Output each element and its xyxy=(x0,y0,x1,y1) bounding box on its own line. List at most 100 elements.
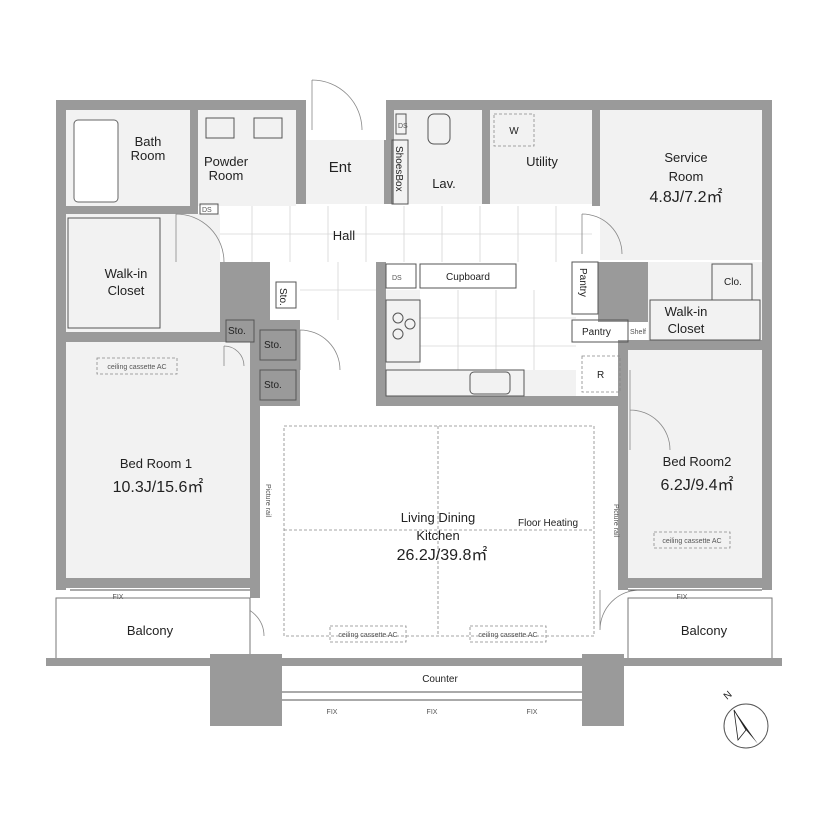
label-hall: Hall xyxy=(333,228,356,243)
labels: Bath Room Powder Room Ent ShoesBox DS La… xyxy=(105,123,742,716)
exterior xyxy=(46,589,782,726)
outer-walls xyxy=(56,100,772,590)
label-pantry-a: Pantry xyxy=(577,268,588,297)
label-balcony-left: Balcony xyxy=(127,623,174,638)
label-shoes-box: ShoesBox xyxy=(393,146,404,192)
label-bed1-area: 10.3J/15.6㎡ xyxy=(113,478,204,496)
sto2-box xyxy=(275,281,297,309)
label-pantry-b: Pantry xyxy=(582,327,611,338)
label-fix-4: FIX xyxy=(427,709,438,716)
kitchen-counter xyxy=(385,369,525,397)
label-picture-rail-right: Picture rail xyxy=(612,504,619,538)
ac-bed1-box xyxy=(96,357,178,375)
label-walkin2: Walk-in xyxy=(665,304,708,319)
label-north: N xyxy=(722,689,735,702)
label-sto-4: Sto. xyxy=(264,380,282,391)
service-room-floor xyxy=(600,110,762,260)
label-ac-bed1: ceiling cassette AC xyxy=(107,364,166,371)
label-ds-2: DS xyxy=(202,207,212,214)
label-shelf: Shelf xyxy=(630,329,646,336)
ac-bed2-box xyxy=(653,531,731,549)
label-ds-1: DS xyxy=(398,123,408,130)
label-powder: Powder xyxy=(204,154,249,169)
label-bed2-area: 6.2J/9.4㎡ xyxy=(661,476,734,494)
label-cupboard: Cupboard xyxy=(446,272,490,283)
ds-box-2 xyxy=(199,203,219,215)
ldk-floor xyxy=(260,406,618,644)
cooktop-counter xyxy=(385,299,421,363)
label-lav: Lav. xyxy=(432,176,456,191)
label-bed2: Bed Room2 xyxy=(663,454,732,469)
label-walkin1: Walk-in xyxy=(105,266,148,281)
ac-ldk1-box xyxy=(329,625,407,643)
label-walkin2-2: Closet xyxy=(668,321,705,336)
floor-heating-area xyxy=(283,425,595,637)
label-fix-5: FIX xyxy=(527,709,538,716)
label-ldk: Living Dining xyxy=(401,510,475,525)
walkin1-floor xyxy=(66,214,220,332)
label-service: Service xyxy=(664,150,707,165)
hall-tiles xyxy=(220,206,592,320)
label-r: R xyxy=(597,370,604,381)
label-fix-1: FIX xyxy=(113,594,124,601)
pantry-a-box xyxy=(571,261,599,315)
label-ldk-2: Kitchen xyxy=(416,528,459,543)
label-bed1: Bed Room 1 xyxy=(120,456,192,471)
sto4-box xyxy=(259,369,297,401)
label-sto-2: Sto. xyxy=(277,288,288,306)
label-picture-rail-left: Picture rail xyxy=(264,484,271,518)
column-left xyxy=(210,654,282,726)
utility-floor xyxy=(490,110,592,204)
label-ac-bed2: ceiling cassette AC xyxy=(662,538,721,545)
label-balcony-right: Balcony xyxy=(681,623,728,638)
label-walkin1-2: Closet xyxy=(108,283,145,298)
label-ds-3: DS xyxy=(392,275,402,282)
label-bath-2: Room xyxy=(131,148,166,163)
fixtures xyxy=(67,113,761,643)
walkin1-outline xyxy=(67,217,161,329)
label-fix-3: FIX xyxy=(327,709,338,716)
kitchen-tiles xyxy=(420,290,576,370)
floor-areas xyxy=(66,110,762,644)
sto1-box xyxy=(225,319,255,343)
label-service-area: 4.8J/7.2㎡ xyxy=(650,188,723,206)
washer-box xyxy=(493,113,535,147)
label-service-2: Room xyxy=(669,169,704,184)
pantry-b-box xyxy=(571,319,629,343)
label-ldk-area: 26.2J/39.8㎡ xyxy=(397,546,488,564)
bedroom2-floor xyxy=(628,350,762,578)
ds-box-3 xyxy=(385,263,417,289)
column-right xyxy=(582,654,624,726)
label-utility: Utility xyxy=(526,154,558,169)
sink-right xyxy=(253,117,283,139)
kitchen-sink xyxy=(469,371,511,395)
bathtub xyxy=(73,119,119,203)
label-ac-ldk-2: ceiling cassette AC xyxy=(478,632,537,639)
powder-floor xyxy=(198,110,296,206)
label-clo: Clo. xyxy=(724,277,742,288)
label-w: W xyxy=(509,126,519,137)
bedroom1-floor xyxy=(66,342,250,578)
label-ac-ldk-1: ceiling cassette AC xyxy=(338,632,397,639)
label-counter: Counter xyxy=(422,674,458,685)
toilet xyxy=(427,113,451,145)
label-sto-1: Sto. xyxy=(228,326,246,337)
ds-box-1 xyxy=(395,113,407,135)
shoes-box-outline xyxy=(391,139,409,205)
entrance-floor xyxy=(306,140,384,204)
label-ent: Ent xyxy=(329,159,352,176)
label-powder-2: Room xyxy=(209,168,244,183)
fridge-space xyxy=(581,355,621,393)
sink-left xyxy=(205,117,235,139)
lav-floor xyxy=(394,110,482,204)
label-bath: Bath xyxy=(135,134,162,149)
sto3-box xyxy=(259,329,297,361)
label-fix-2: FIX xyxy=(677,594,688,601)
cupboard-box xyxy=(419,263,517,289)
ac-ldk2-box xyxy=(469,625,547,643)
north-arrow-icon xyxy=(723,703,769,749)
label-sto-3: Sto. xyxy=(264,340,282,351)
label-floor-heating: Floor Heating xyxy=(518,518,578,529)
walkin2-floor xyxy=(648,262,762,340)
